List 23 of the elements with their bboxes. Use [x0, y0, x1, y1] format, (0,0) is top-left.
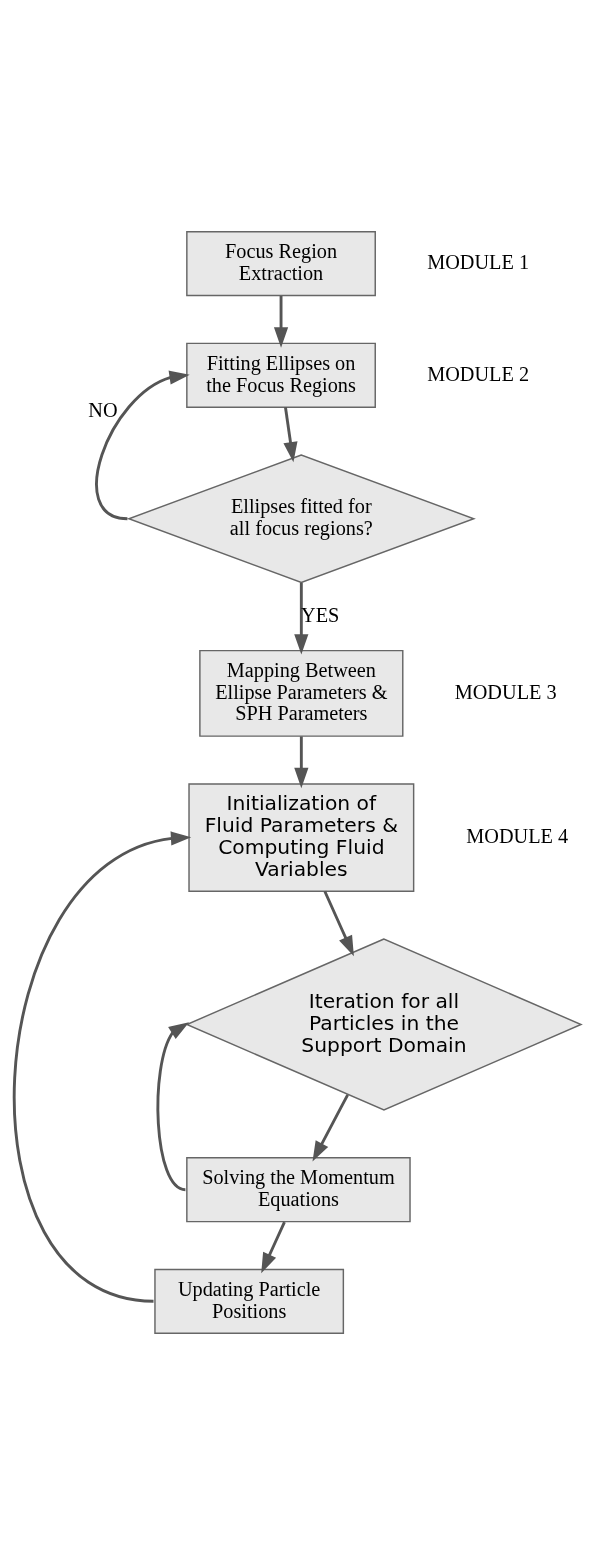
arrow	[95, 370, 190, 520]
node-label: MODULE 4	[466, 824, 569, 847]
arrow	[294, 735, 309, 788]
arrow	[156, 1021, 190, 1191]
arrow	[312, 1093, 349, 1162]
node-box: Focus Region Extraction	[186, 230, 376, 296]
node-box: Initialization of Fluid Parameters & Computing Fluid Variables	[188, 782, 415, 892]
node-diamond: Ellipses fitted for all focus regions?	[126, 453, 476, 583]
node-label: MODULE 3	[454, 680, 557, 703]
node-box: Fitting Ellipses on the Focus Regions	[186, 342, 376, 408]
node-diamond: Iteration for all Particles in the Support Domain	[185, 937, 583, 1111]
arrow	[283, 406, 298, 462]
node-box: Updating Particle Positions	[154, 1268, 345, 1334]
arrow	[261, 1220, 286, 1273]
arrow	[294, 582, 309, 654]
arrow	[273, 295, 289, 348]
node-box: Mapping Between Ellipse Parameters & SPH Parameters	[199, 649, 404, 737]
arrow	[323, 890, 354, 956]
arrow	[13, 830, 192, 1303]
edge-label: NO	[88, 398, 118, 421]
node-box: Solving the Momentum Equations	[186, 1156, 411, 1222]
node-label: MODULE 1	[427, 250, 530, 273]
node-label: MODULE 2	[427, 362, 530, 385]
